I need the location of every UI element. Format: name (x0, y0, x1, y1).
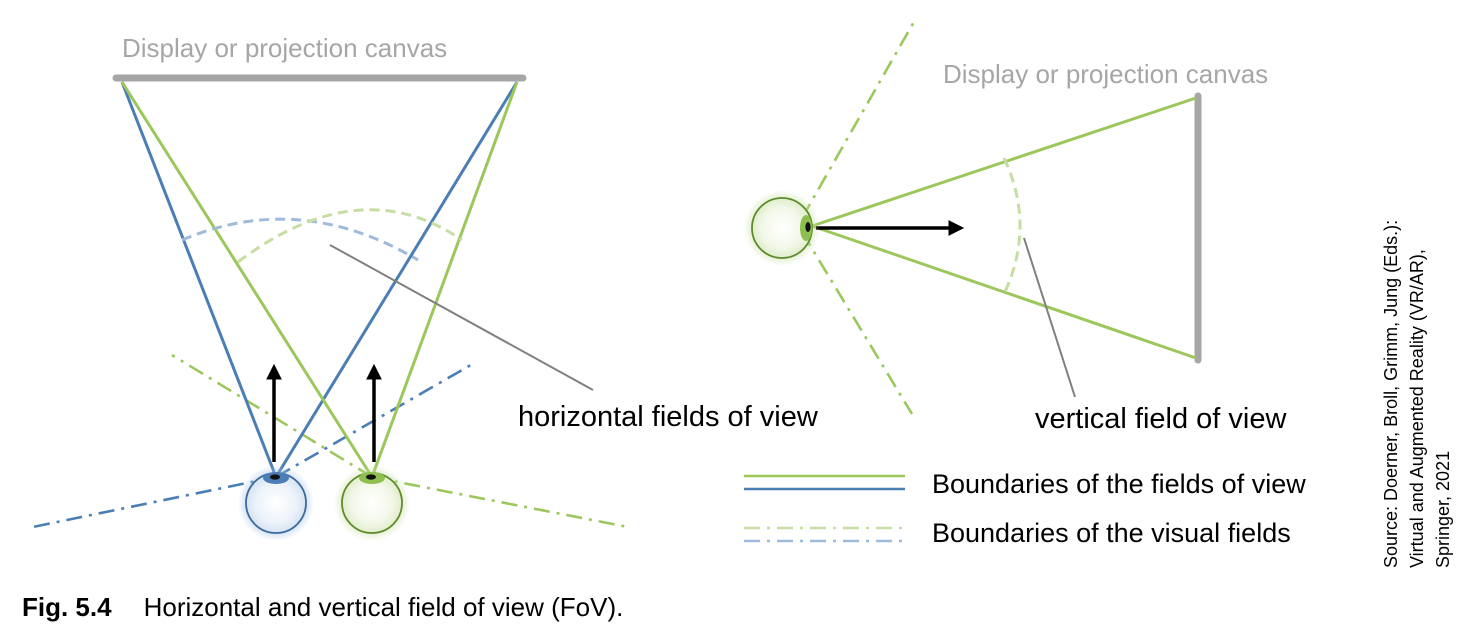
green-visual-field-left-boundary (171, 353, 373, 479)
source-line-3: Springer, 2021 (1433, 450, 1453, 568)
green-visual-field-upper-boundary (800, 19, 917, 219)
figure-caption: Fig. 5.4 Horizontal and vertical field of… (22, 592, 623, 623)
vertical-label-pointer (1023, 237, 1076, 398)
green-fov-angle-arc (237, 208, 463, 264)
legend (744, 474, 905, 543)
source-line-1: Source: Doerner, Broll, Grimm, Jung (Eds… (1381, 219, 1401, 568)
horizontal-label-pointer (329, 244, 594, 391)
green-fov-lower-boundary (811, 224, 1197, 360)
caption-number: Fig. 5.4 (22, 592, 112, 622)
blue-fov-left-boundary (120, 81, 278, 478)
caption-text: Horizontal and vertical field of view (F… (143, 592, 624, 622)
green-visual-field-lower-boundary (800, 231, 914, 415)
legend-fov-label: Boundaries of the fields of view (932, 469, 1306, 499)
legend-visual-fields-label: Boundaries of the visual fields (932, 518, 1291, 548)
blue-visual-field-left-boundary (27, 475, 277, 530)
left-canvas-label: Display or projection canvas (122, 33, 448, 63)
source-attribution: Source: Doerner, Broll, Grimm, Jung (Eds… (1378, 220, 1456, 568)
blue-fov-angle-arc (181, 217, 419, 262)
green-fov-upper-boundary (811, 96, 1197, 228)
blue-eye (238, 465, 314, 541)
source-line-2: Virtual and Augmented Reality (VR/AR), (1407, 249, 1427, 568)
green-visual-field-right-boundary (371, 475, 629, 529)
vertical-fov-angle-arc (1002, 157, 1022, 295)
green-fov-right-boundary (370, 81, 519, 478)
blue-visual-field-right-boundary (275, 360, 477, 479)
blue-fov-right-boundary (274, 81, 519, 478)
side-view-eye (744, 190, 820, 266)
right-canvas-label: Display or projection canvas (943, 59, 1269, 89)
green-eye (334, 465, 410, 541)
horizontal-fov-label: horizontal fields of view (518, 401, 818, 433)
green-fov-left-boundary (120, 81, 374, 478)
horizontal-fov-figure (27, 74, 629, 541)
vertical-fov-label: vertical field of view (1035, 403, 1287, 435)
vertical-fov-figure (744, 19, 1202, 415)
